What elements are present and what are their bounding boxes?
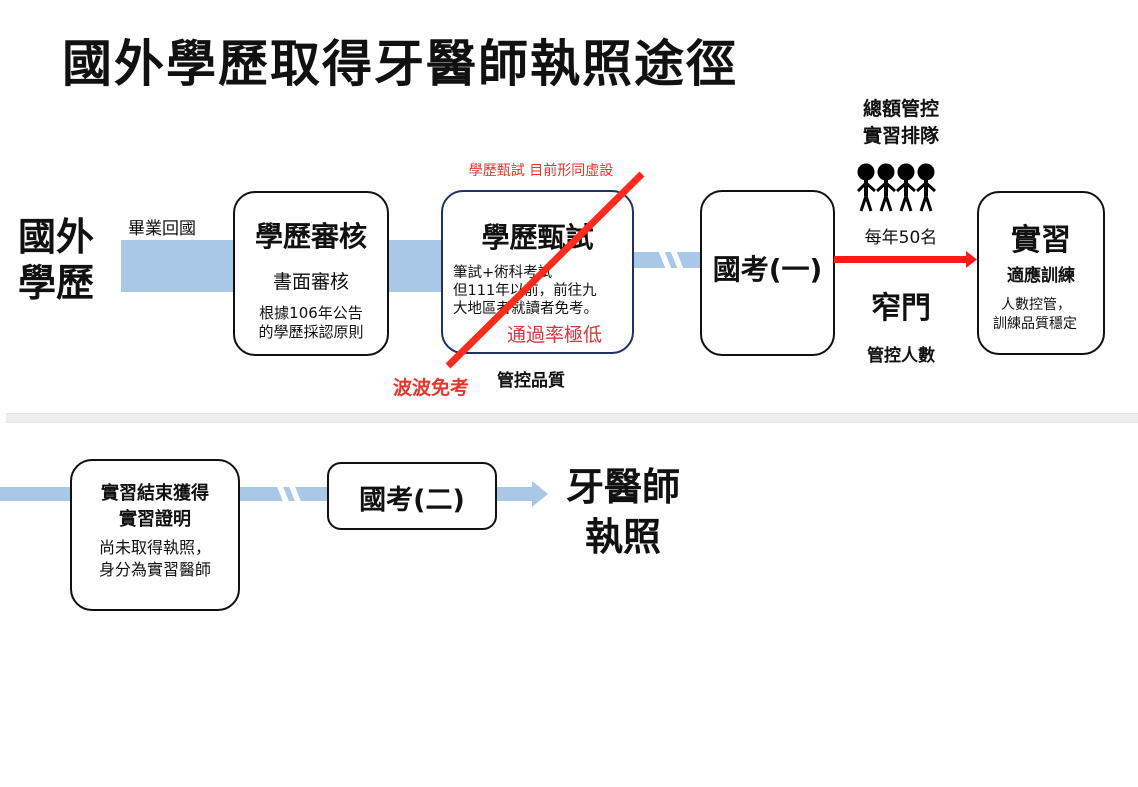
goal-label: 牙醫師 執照 <box>548 462 698 562</box>
screening-exam-line3: 大地區者就讀者免考。 <box>453 301 598 317</box>
blue-arrow <box>496 481 548 507</box>
flow-band-review-to-screening <box>386 240 446 292</box>
control-headcount-label: 管控人數 <box>867 346 935 366</box>
internship-box: 實習 適應訓練 人數控管， 訓練品質穩定 <box>977 191 1105 355</box>
start-node: 國外 學歷 <box>18 214 94 306</box>
bottleneck-top-line2: 實習排隊 <box>862 125 939 147</box>
internship-note-line2: 訓練品質穩定 <box>993 316 1077 332</box>
credential-review-note-line2: 的學歷採認原則 <box>258 323 364 341</box>
goal-line2: 執照 <box>584 515 661 559</box>
quality-control-label: 管控品質 <box>497 371 565 391</box>
internship-end-note: 尚未取得執照， 身分為實習醫師 <box>72 537 238 581</box>
person-icon <box>896 163 916 212</box>
bottleneck-top-line1: 總額管控 <box>862 98 939 120</box>
exam1-label: 國考(一) <box>712 253 823 286</box>
screening-exam-line1: 筆試+術科考試 <box>453 265 553 281</box>
person-icon <box>876 163 896 212</box>
screening-exam-details: 筆試+術科考試 但111年以前，前往九 大地區者就讀者免考。 <box>453 264 632 318</box>
internship-subheading: 適應訓練 <box>1007 266 1075 286</box>
section-divider <box>6 413 1138 423</box>
red-arrow-head <box>966 251 977 268</box>
goal-line1: 牙醫師 <box>565 465 680 509</box>
credential-review-box: 學歷審核 書面審核 根據106年公告 的學歷採認原則 <box>233 191 389 356</box>
start-line1: 國外 <box>18 215 95 259</box>
flow-band-start <box>121 240 236 292</box>
screening-top-note: 學歷甄試 目前形同虛設 <box>468 163 614 179</box>
start-line2: 學歷 <box>18 261 95 305</box>
strike-line <box>445 171 645 369</box>
credential-review-note-line1: 根據106年公告 <box>259 304 363 322</box>
internship-end-heading-line1: 實習結束獲得 <box>101 483 209 504</box>
red-arrow <box>834 251 977 268</box>
red-arrow-shaft <box>834 256 966 263</box>
page-title: 國外學歷取得牙醫師執照途徑 <box>62 35 738 93</box>
flow-band-bottom-start <box>0 487 72 501</box>
person-icon <box>856 163 876 212</box>
narrow-gate-label: 窄門 <box>871 291 931 326</box>
person-icon <box>916 163 936 212</box>
screening-exam-box: 學歷甄試 筆試+術科考試 但111年以前，前往九 大地區者就讀者免考。 通過率極… <box>441 190 634 354</box>
bottleneck-top-note: 總額管控 實習排隊 <box>846 96 956 150</box>
internship-note: 人數控管， 訓練品質穩定 <box>979 296 1103 334</box>
internship-end-box: 實習結束獲得 實習證明 尚未取得執照， 身分為實習醫師 <box>70 459 240 611</box>
internship-end-heading-line2: 實習證明 <box>119 509 191 530</box>
exam2-box: 國考(二) <box>327 462 497 530</box>
quota-label: 每年50名 <box>864 228 938 248</box>
exam1-box: 國考(一) <box>700 190 835 356</box>
internship-heading: 實習 <box>1011 223 1071 258</box>
blue-arrow-shaft <box>496 487 532 501</box>
internship-end-note-line2: 身分為實習醫師 <box>98 560 211 579</box>
internship-end-note-line1: 尚未取得執照， <box>98 538 211 557</box>
blue-arrow-head <box>532 481 548 507</box>
credential-review-heading: 學歷審核 <box>254 220 367 253</box>
credential-review-subheading: 書面審核 <box>272 271 349 293</box>
credential-review-note: 根據106年公告 的學歷採認原則 <box>235 304 387 342</box>
exempt-label: 波波免考 <box>393 377 470 399</box>
internship-end-heading: 實習結束獲得 實習證明 <box>72 481 238 533</box>
exam2-label: 國考(二) <box>359 485 465 516</box>
people-group-icon <box>856 163 936 212</box>
pass-rate-label: 通過率極低 <box>507 324 603 346</box>
internship-note-line1: 人數控管， <box>1001 297 1071 313</box>
return-label: 畢業回國 <box>128 219 196 239</box>
